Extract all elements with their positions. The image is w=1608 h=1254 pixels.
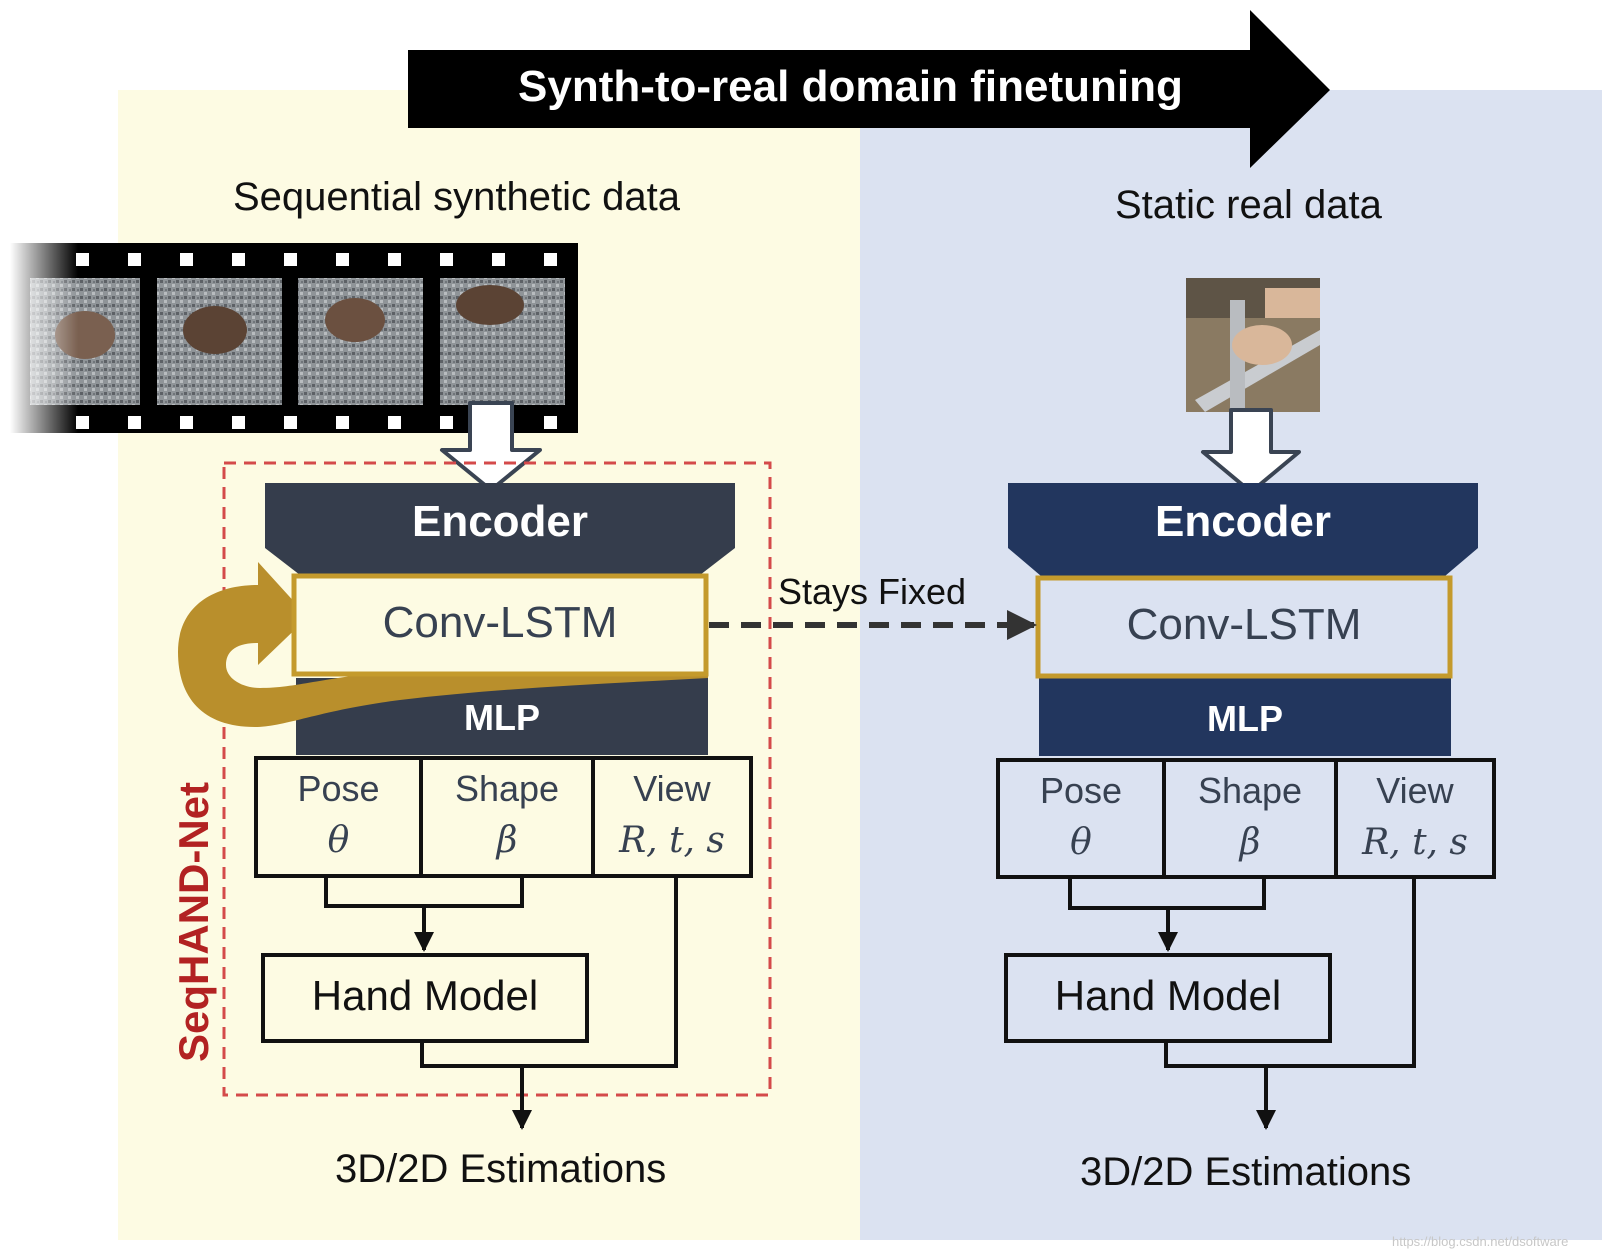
- left-hand-model-label: Hand Model: [311, 972, 539, 1019]
- left-hand-model-box: [261, 953, 589, 1043]
- seqhand-net-box: [222, 461, 772, 1097]
- right-connectors: [1068, 877, 1416, 1130]
- left-shape-name: Shape: [454, 768, 560, 809]
- right-output-label: 3D/2D Estimations: [1080, 1150, 1412, 1194]
- right-encoder-label: Encoder: [1154, 497, 1332, 546]
- right-pose-name: Pose: [1039, 770, 1123, 811]
- right-input-arrow: [1201, 408, 1301, 494]
- left-encoder-shape: [265, 483, 735, 575]
- right-hand-model-box: [1004, 953, 1332, 1043]
- right-section-title: Static real data: [1115, 183, 1382, 227]
- left-output-cells: [254, 756, 753, 878]
- left-pose-symbol: θ: [327, 820, 350, 861]
- left-view-symbol: R, t, s: [619, 820, 725, 861]
- right-conv-lstm-label: Conv-LSTM: [1126, 600, 1362, 649]
- right-encoder-shape: [1008, 483, 1478, 576]
- right-mlp-label: MLP: [1207, 698, 1283, 739]
- left-cell-view: [591, 756, 753, 878]
- seqhand-net-label: SeqHAND-Net: [170, 781, 217, 1062]
- right-view-symbol: R, t, s: [1362, 822, 1468, 863]
- left-output-label: 3D/2D Estimations: [335, 1147, 667, 1191]
- watermark: https://blog.csdn.net/dsoftware: [1392, 1234, 1569, 1249]
- right-view-name: View: [1376, 770, 1454, 811]
- left-section-title: Sequential synthetic data: [233, 175, 680, 219]
- right-shape-name: Shape: [1197, 770, 1303, 811]
- left-encoder-label: Encoder: [411, 497, 589, 546]
- right-mlp-block: [1039, 678, 1451, 756]
- left-shape-symbol: β: [496, 820, 518, 861]
- banner-arrow: [408, 10, 1330, 168]
- left-input-arrow: [440, 401, 542, 492]
- left-mlp-label: MLP: [464, 697, 540, 738]
- right-pose-symbol: θ: [1070, 822, 1092, 863]
- recurrent-arrow: [178, 562, 708, 727]
- right-conv-lstm-box: [1035, 575, 1453, 679]
- left-conv-lstm-box: [291, 573, 709, 677]
- left-view-name: View: [633, 768, 711, 809]
- right-shape-symbol: β: [1239, 822, 1261, 863]
- real-photo: [1186, 278, 1320, 412]
- left-pose-name: Pose: [297, 768, 380, 809]
- left-connectors: [324, 876, 678, 1130]
- stays-fixed-label: Stays Fixed: [778, 571, 967, 612]
- right-hand-model-label: Hand Model: [1054, 972, 1282, 1019]
- banner-label: Synth-to-real domain finetuning: [518, 62, 1183, 111]
- left-conv-lstm-label: Conv-LSTM: [382, 598, 618, 647]
